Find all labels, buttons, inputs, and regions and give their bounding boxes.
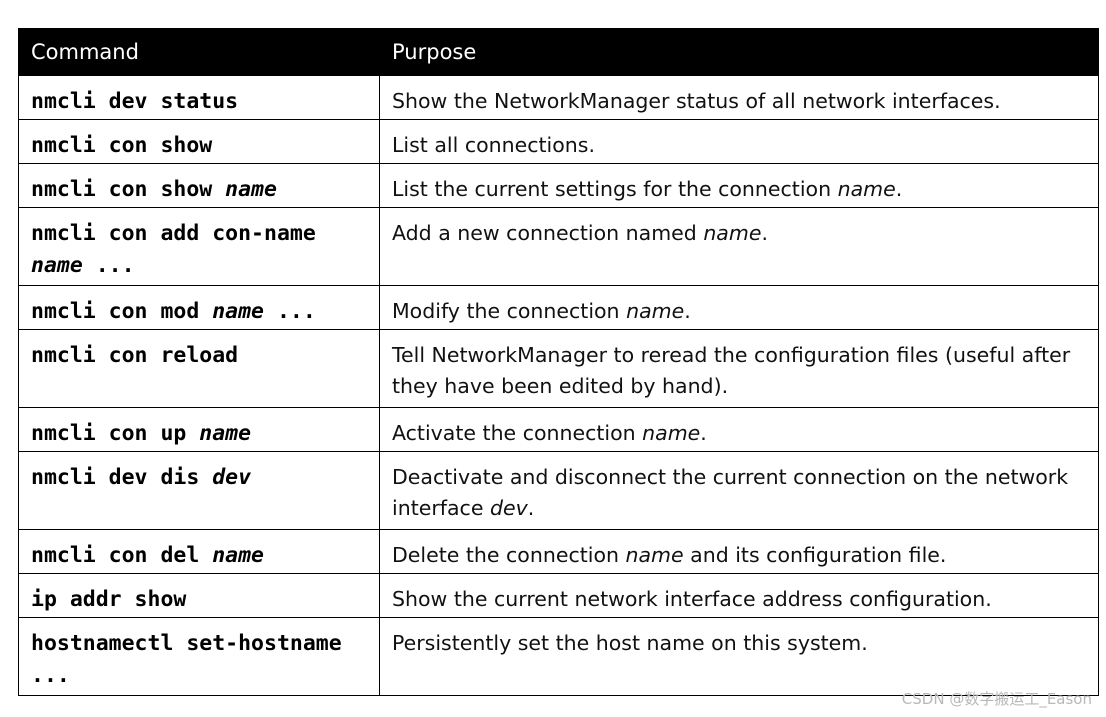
table-row: nmcli con mod name ...Modify the connect… [18, 285, 1099, 330]
table-row: nmcli con show List all connections. [18, 119, 1099, 164]
command-cell: nmcli dev status [18, 75, 380, 120]
cell-text: Modify the connection [392, 299, 627, 323]
cell-text: List all connections. [392, 133, 595, 157]
command-cell: hostnamectl set-hostname ... [18, 617, 380, 696]
table-row: ip addr show Show the current network int… [18, 573, 1099, 618]
command-cell: nmcli con mod name ... [18, 285, 380, 330]
cell-text: . [761, 221, 768, 245]
table-row: nmcli con add con-name name ...Add a new… [18, 207, 1099, 286]
table-row: nmcli dev status Show the NetworkManager … [18, 75, 1099, 120]
purpose-cell: Tell NetworkManager to reread the config… [379, 329, 1099, 408]
cell-text: ip addr show [31, 587, 187, 612]
purpose-cell: List all connections. [379, 119, 1099, 164]
cell-text: hostnamectl set-hostname ... [31, 631, 342, 688]
cell-text: nmcli con reload [31, 343, 239, 368]
cell-text: nmcli con show [31, 133, 213, 158]
placeholder-text: name [212, 299, 264, 324]
cell-text: Show the current network interface addre… [392, 587, 992, 611]
cell-text: Deactivate and disconnect the current co… [392, 465, 1069, 520]
table-row: hostnamectl set-hostname ... Persistently… [18, 617, 1099, 696]
cell-text: nmcli con up [31, 421, 200, 446]
placeholder-text: name [626, 299, 685, 323]
command-cell: ip addr show [18, 573, 380, 618]
placeholder-text: dev [489, 496, 528, 520]
cell-text: ... [264, 299, 316, 324]
cell-text: nmcli con add con-name [31, 221, 316, 246]
column-header-command: Command [18, 28, 380, 76]
cell-text: . [684, 299, 691, 323]
command-cell: nmcli con show [18, 119, 380, 164]
column-header-purpose: Purpose [379, 28, 1099, 76]
cell-text: . [700, 421, 707, 445]
cell-text: List the current settings for the connec… [392, 177, 838, 201]
purpose-cell: Modify the connection name. [379, 285, 1099, 330]
placeholder-text: name [625, 543, 684, 567]
cell-text: nmcli con show [31, 177, 226, 202]
command-cell: nmcli con up name [18, 407, 380, 452]
watermark: CSDN @数字搬运工_Eason [901, 690, 1092, 708]
cell-text: Persistently set the host name on this s… [392, 631, 868, 655]
table-row: nmcli con reload Tell NetworkManager to r… [18, 329, 1099, 408]
cell-text: Add a new connection named [392, 221, 704, 245]
placeholder-text: name [837, 177, 896, 201]
command-cell: nmcli con add con-name name ... [18, 207, 380, 286]
cell-text: Show the NetworkManager status of all ne… [392, 89, 1001, 113]
command-cell: nmcli con del name [18, 529, 380, 574]
command-cell: nmcli con show name [18, 163, 380, 208]
command-cell: nmcli con reload [18, 329, 380, 408]
cell-text: nmcli dev status [31, 89, 239, 114]
cell-text: and its configuration file. [683, 543, 947, 567]
purpose-cell: Persistently set the host name on this s… [379, 617, 1099, 696]
cell-text: ... [82, 253, 135, 278]
cell-text: . [895, 177, 903, 201]
placeholder-text: name [212, 543, 264, 568]
cell-text: nmcli con mod [31, 299, 213, 324]
placeholder-text: name [31, 253, 83, 278]
placeholder-text: name [225, 177, 277, 202]
cell-text: nmcli con del [31, 543, 213, 568]
placeholder-text: name [703, 221, 762, 245]
command-cell: nmcli dev dis dev [18, 451, 380, 530]
cropped-text-strip [0, 0, 1106, 26]
table-body: nmcli dev status Show the NetworkManager … [18, 75, 1099, 696]
cell-text: nmcli dev dis [31, 465, 213, 490]
purpose-cell: Show the current network interface addre… [379, 573, 1099, 618]
purpose-cell: Show the NetworkManager status of all ne… [379, 75, 1099, 120]
placeholder-text: dev [212, 465, 252, 490]
purpose-cell: Add a new connection named name. [379, 207, 1099, 286]
purpose-cell: Deactivate and disconnect the current co… [379, 451, 1099, 530]
placeholder-text: name [642, 421, 701, 445]
cell-text: Activate the connection [392, 421, 643, 445]
cell-text: . [527, 496, 535, 520]
purpose-cell: Activate the connection name. [379, 407, 1099, 452]
cell-text: Delete the connection [392, 543, 626, 567]
placeholder-text: name [199, 421, 252, 446]
purpose-cell: List the current settings for the connec… [379, 163, 1099, 208]
purpose-cell: Delete the connection name and its confi… [379, 529, 1099, 574]
table-header-row: Command Purpose [18, 28, 1099, 76]
cell-text: Tell NetworkManager to reread the config… [392, 343, 1071, 398]
